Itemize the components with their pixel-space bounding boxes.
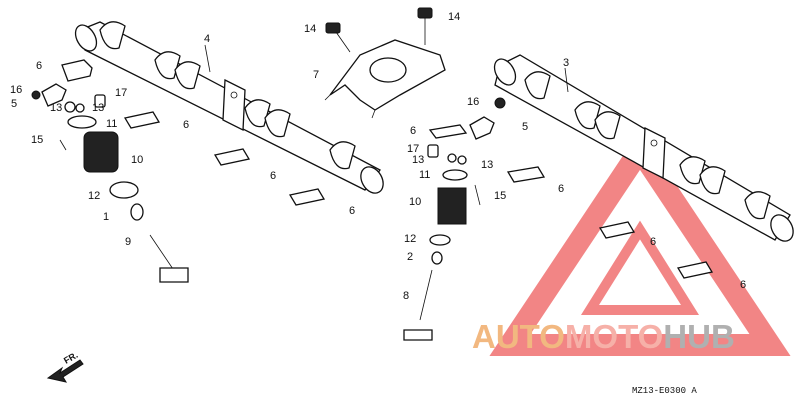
callout-5: 5 bbox=[522, 121, 528, 133]
valve-train-left bbox=[31, 59, 326, 283]
watermark-text: AUTOMOTOHUB bbox=[472, 318, 735, 355]
callout-15: 15 bbox=[31, 134, 43, 146]
callout-6: 6 bbox=[740, 279, 746, 291]
callout-16: 16 bbox=[467, 96, 479, 108]
cam-bracket bbox=[324, 39, 446, 119]
callout-8: 8 bbox=[403, 290, 409, 302]
callout-13: 13 bbox=[50, 102, 62, 114]
callout-13: 13 bbox=[481, 159, 493, 171]
callout-17: 17 bbox=[407, 143, 419, 155]
camshaft-right bbox=[493, 54, 794, 242]
callout-10: 10 bbox=[409, 196, 421, 208]
callout-13: 13 bbox=[412, 154, 424, 166]
callout-7: 7 bbox=[313, 69, 319, 81]
bracket-bolt-left bbox=[325, 22, 351, 53]
callout-4: 4 bbox=[204, 33, 210, 45]
watermark-part-moto: MOTO bbox=[565, 318, 663, 355]
callout-16: 16 bbox=[10, 84, 22, 96]
watermark-part-hub: HUB bbox=[663, 318, 735, 355]
diagram-code: MZ13-E0300 A bbox=[632, 386, 697, 396]
callout-6: 6 bbox=[650, 236, 656, 248]
callout-14-right: 14 bbox=[448, 11, 460, 23]
callout-11: 11 bbox=[419, 169, 430, 181]
callout-6: 6 bbox=[36, 60, 42, 72]
bracket-bolt-right bbox=[417, 7, 433, 45]
callout-12: 12 bbox=[404, 233, 416, 245]
front-direction-arrow: FR. bbox=[46, 350, 84, 383]
callout-11: 11 bbox=[106, 118, 117, 130]
valve-spring-left bbox=[83, 131, 119, 173]
callout-9: 9 bbox=[125, 236, 131, 248]
callout-3: 3 bbox=[563, 57, 569, 69]
callout-6: 6 bbox=[270, 170, 276, 182]
callout-13: 13 bbox=[92, 102, 104, 114]
svg-text:AUTOMOTOHUB: AUTOMOTOHUB bbox=[472, 318, 735, 355]
callout-15: 15 bbox=[494, 190, 506, 202]
callout-6: 6 bbox=[349, 205, 355, 217]
callout-6: 6 bbox=[410, 125, 416, 137]
callout-labels: 4 14 14 7 3 6 16 5 13 13 17 11 15 6 10 6… bbox=[10, 11, 746, 302]
callout-2: 2 bbox=[407, 251, 413, 263]
valve-train-right bbox=[403, 97, 714, 341]
callout-5: 5 bbox=[11, 98, 17, 110]
callout-6: 6 bbox=[558, 183, 564, 195]
camshaft-left bbox=[74, 21, 384, 194]
callout-17: 17 bbox=[115, 87, 127, 99]
callout-12: 12 bbox=[88, 190, 100, 202]
callout-1: 1 bbox=[103, 211, 109, 223]
valve-spring-right bbox=[437, 187, 467, 225]
callout-14-left: 14 bbox=[304, 23, 316, 35]
watermark-part-auto: AUTO bbox=[472, 318, 565, 355]
callout-10: 10 bbox=[131, 154, 143, 166]
callout-6: 6 bbox=[183, 119, 189, 131]
watermark-logo bbox=[489, 130, 791, 356]
